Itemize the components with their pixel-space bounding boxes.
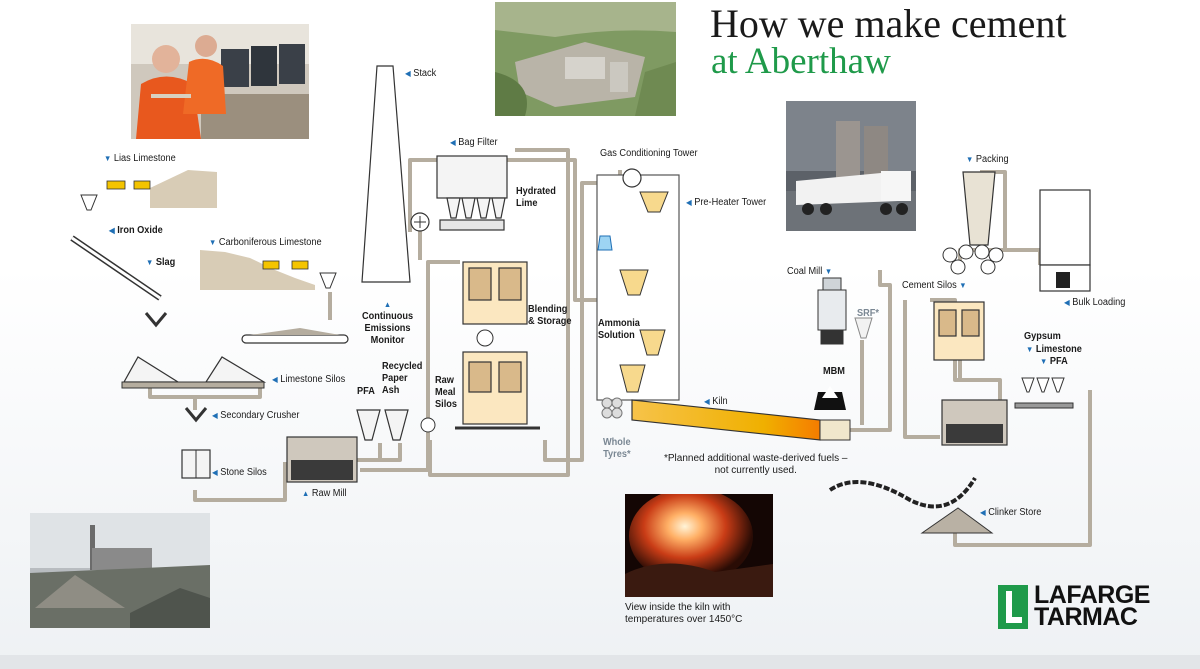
label-slag-text: Slag: [155, 257, 176, 268]
cement-tanker-photo: [786, 101, 916, 231]
label-raw-meal-silos: Raw Meal Silos: [435, 375, 457, 410]
label-packing-text: Packing: [975, 154, 1009, 165]
label-whole-tyres: Whole Tyres*: [603, 437, 631, 460]
label-kiln: ◀ Kiln: [704, 396, 728, 407]
control-room-photo: [131, 24, 309, 139]
logo-line-1: LAFARGE: [1034, 581, 1150, 609]
label-packing: ▼ Packing: [966, 154, 1009, 165]
label-continuous-emissions-monitor: ▲ Continuous Emissions Monitor: [362, 299, 413, 347]
label-recycled-paper-ash: Recycled Paper Ash: [382, 361, 423, 396]
label-gypsum: Gypsum: [1024, 331, 1061, 342]
logo-mark-icon: [998, 585, 1028, 629]
label-mbm: MBM: [823, 366, 845, 377]
label-lias-limestone: ▼ Lias Limestone: [104, 153, 176, 164]
label-srf: SRF*: [857, 308, 879, 319]
label-bulk-loading: ◀ Bulk Loading: [1064, 297, 1126, 308]
lafarge-tarmac-logo: LAFARGE TARMAC: [998, 583, 1158, 631]
label-stone-silos-text: Stone Silos: [220, 467, 267, 478]
label-slag: ▼ Slag: [146, 257, 176, 268]
label-cem-text: Continuous Emissions Monitor: [362, 311, 414, 346]
label-pre-heater-tower: ◀ Pre-Heater Tower: [686, 197, 767, 208]
aerial-photo: [495, 2, 676, 116]
title-line-1: How we make cement: [710, 1, 1067, 46]
label-secondary-crusher: ◀ Secondary Crusher: [212, 410, 300, 421]
label-stack-text: Stack: [413, 68, 437, 79]
label-pfa-add-text: PFA: [1049, 356, 1068, 367]
label-cement-silos-text: Cement Silos: [902, 280, 957, 291]
label-cem-arrow: ▲: [383, 300, 392, 309]
footer-bar: [0, 655, 1200, 669]
title-line-2: at Aberthaw: [711, 41, 891, 82]
label-coal-mill: Coal Mill ▼: [787, 266, 833, 277]
label-iron-oxide-text: Iron Oxide: [117, 225, 163, 236]
label-secondary-crusher-text: Secondary Crusher: [220, 410, 300, 421]
label-lias-limestone-text: Lias Limestone: [113, 153, 176, 164]
label-coal-mill-text: Coal Mill: [787, 266, 823, 277]
label-iron-oxide: ◀ Iron Oxide: [109, 225, 163, 236]
label-ammonia-solution: Ammonia Solution: [598, 318, 640, 341]
kiln-interior-photo: [625, 494, 773, 597]
label-raw-mill-text: Raw Mill: [311, 488, 347, 499]
label-hydrated-lime: Hydrated Lime: [516, 186, 556, 209]
label-carboniferous-limestone: ▼ Carboniferous Limestone: [209, 237, 322, 248]
label-kiln-text: Kiln: [712, 396, 728, 407]
label-gas-conditioning-tower-text: Gas Conditioning Tower: [600, 148, 698, 159]
note-planned-fuels: *Planned additional waste-derived fuels …: [664, 453, 848, 476]
label-pfa-add: ▼ PFA: [1040, 356, 1068, 367]
label-bag-filter-text: Bag Filter: [458, 137, 498, 148]
label-stone-silos: ◀ Stone Silos: [212, 467, 267, 478]
note-kiln-view: View inside the kiln with temperatures o…: [625, 602, 743, 625]
label-gas-conditioning-tower: Gas Conditioning Tower: [600, 148, 698, 160]
label-limestone-add: ▼ Limestone: [1026, 344, 1082, 355]
label-blending-storage: Blending & Storage: [528, 304, 572, 327]
label-clinker-store: ◀ Clinker Store: [980, 507, 1042, 518]
logo-line-2: TARMAC: [1034, 603, 1138, 631]
label-pfa-raw: PFA: [357, 386, 375, 397]
works-landscape-photo: [30, 513, 210, 628]
label-raw-mill: ▲ Raw Mill: [302, 488, 347, 499]
label-bag-filter: ◀ Bag Filter: [450, 137, 498, 148]
label-clinker-store-text: Clinker Store: [988, 507, 1042, 518]
label-limestone-silos: ◀ Limestone Silos: [272, 374, 346, 385]
label-bulk-loading-text: Bulk Loading: [1072, 297, 1126, 308]
label-cement-silos: Cement Silos ▼: [902, 280, 967, 291]
label-carboniferous-limestone-text: Carboniferous Limestone: [218, 237, 322, 248]
label-stack: ◀ Stack: [405, 68, 437, 79]
label-limestone-add-text: Limestone: [1035, 344, 1082, 355]
label-limestone-silos-text: Limestone Silos: [280, 374, 346, 385]
label-pre-heater-tower-text: Pre-Heater Tower: [694, 197, 767, 208]
